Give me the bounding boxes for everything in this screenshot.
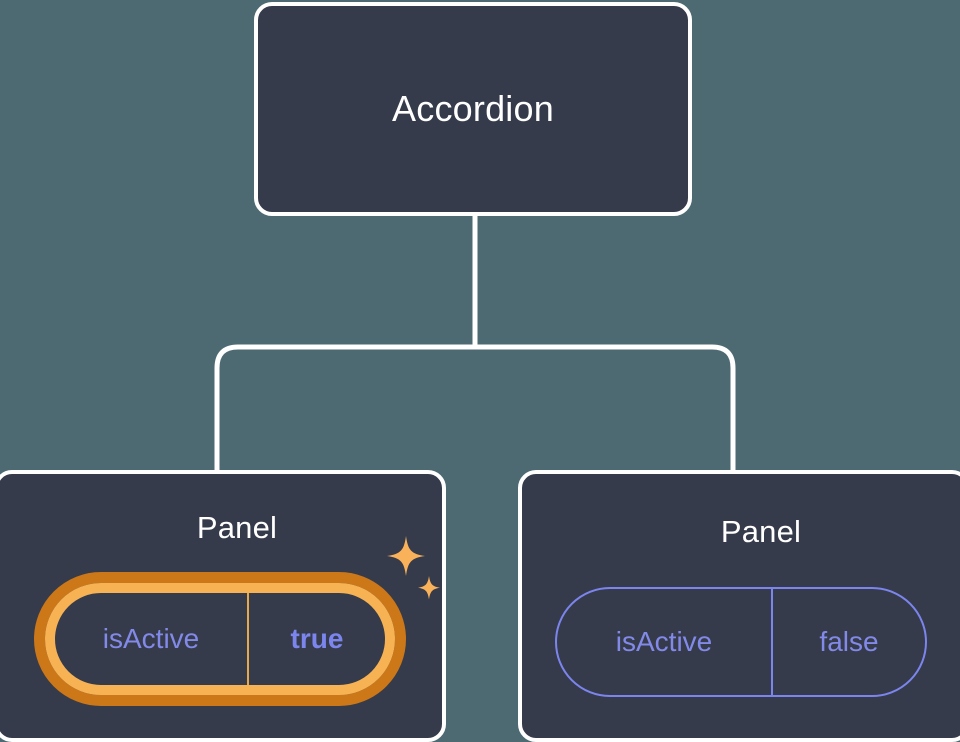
tree-node-accordion[interactable]: Accordion [254, 2, 692, 216]
prop-pill-isactive-false[interactable]: isActive false [555, 587, 927, 697]
prop-key: isActive [557, 589, 773, 695]
prop-key: isActive [55, 593, 249, 685]
prop-value: true [290, 623, 344, 654]
prop-pill-wrapper-active: isActive true [34, 572, 406, 706]
tree-node-title: Panel [196, 510, 278, 545]
connector-children-bracket [214, 344, 736, 470]
prop-value: false [819, 626, 879, 657]
tree-node-title: Panel [720, 514, 802, 549]
tree-node-title: Accordion [392, 88, 554, 129]
prop-pill-wrapper-inactive: isActive false [555, 587, 927, 697]
prop-pill-body: isActive true [55, 593, 385, 685]
prop-pill-isactive-true[interactable]: isActive true [34, 572, 406, 706]
